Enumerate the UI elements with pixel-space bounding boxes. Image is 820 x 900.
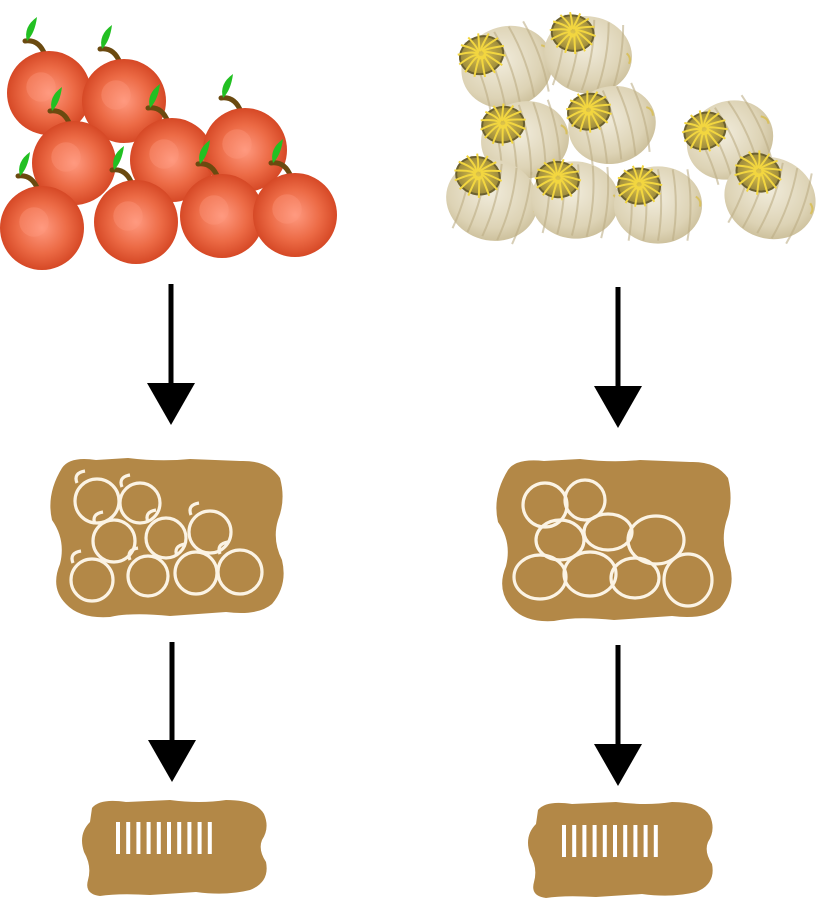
fossil-slab-icon <box>50 458 284 618</box>
cocoon-icon <box>457 20 553 113</box>
cocoon-icon <box>530 158 620 239</box>
cocoon-icon <box>544 11 632 96</box>
cocoon-cluster <box>446 11 816 245</box>
cocoon-icon <box>566 82 656 168</box>
cocoon-imprints <box>512 478 714 608</box>
arrow-down-icon <box>594 287 642 428</box>
apple-cluster <box>0 17 337 270</box>
cocoon-icon <box>613 165 703 244</box>
cocoon-icon <box>480 99 569 181</box>
apple-icon <box>180 140 264 258</box>
fossil-slab-icon <box>82 800 267 896</box>
apple-icon <box>253 139 337 257</box>
cocoon-icon <box>446 153 538 245</box>
cocoon-icon <box>724 150 816 245</box>
barcode-icon <box>116 822 212 854</box>
apple-imprints <box>69 469 264 603</box>
apple-icon <box>0 152 84 270</box>
apple-icon <box>82 25 166 143</box>
apple-icon <box>7 17 91 135</box>
apple-icon <box>130 84 214 202</box>
fossil-slab-icon <box>496 459 732 622</box>
apple-icon <box>94 146 178 264</box>
arrow-down-icon <box>147 284 195 425</box>
fossil-slab-icon <box>528 802 713 898</box>
apple-icon <box>32 87 116 205</box>
apple-icon <box>203 74 287 192</box>
barcode-icon <box>562 825 658 857</box>
arrow-down-icon <box>594 645 642 786</box>
arrow-down-icon <box>148 642 196 782</box>
